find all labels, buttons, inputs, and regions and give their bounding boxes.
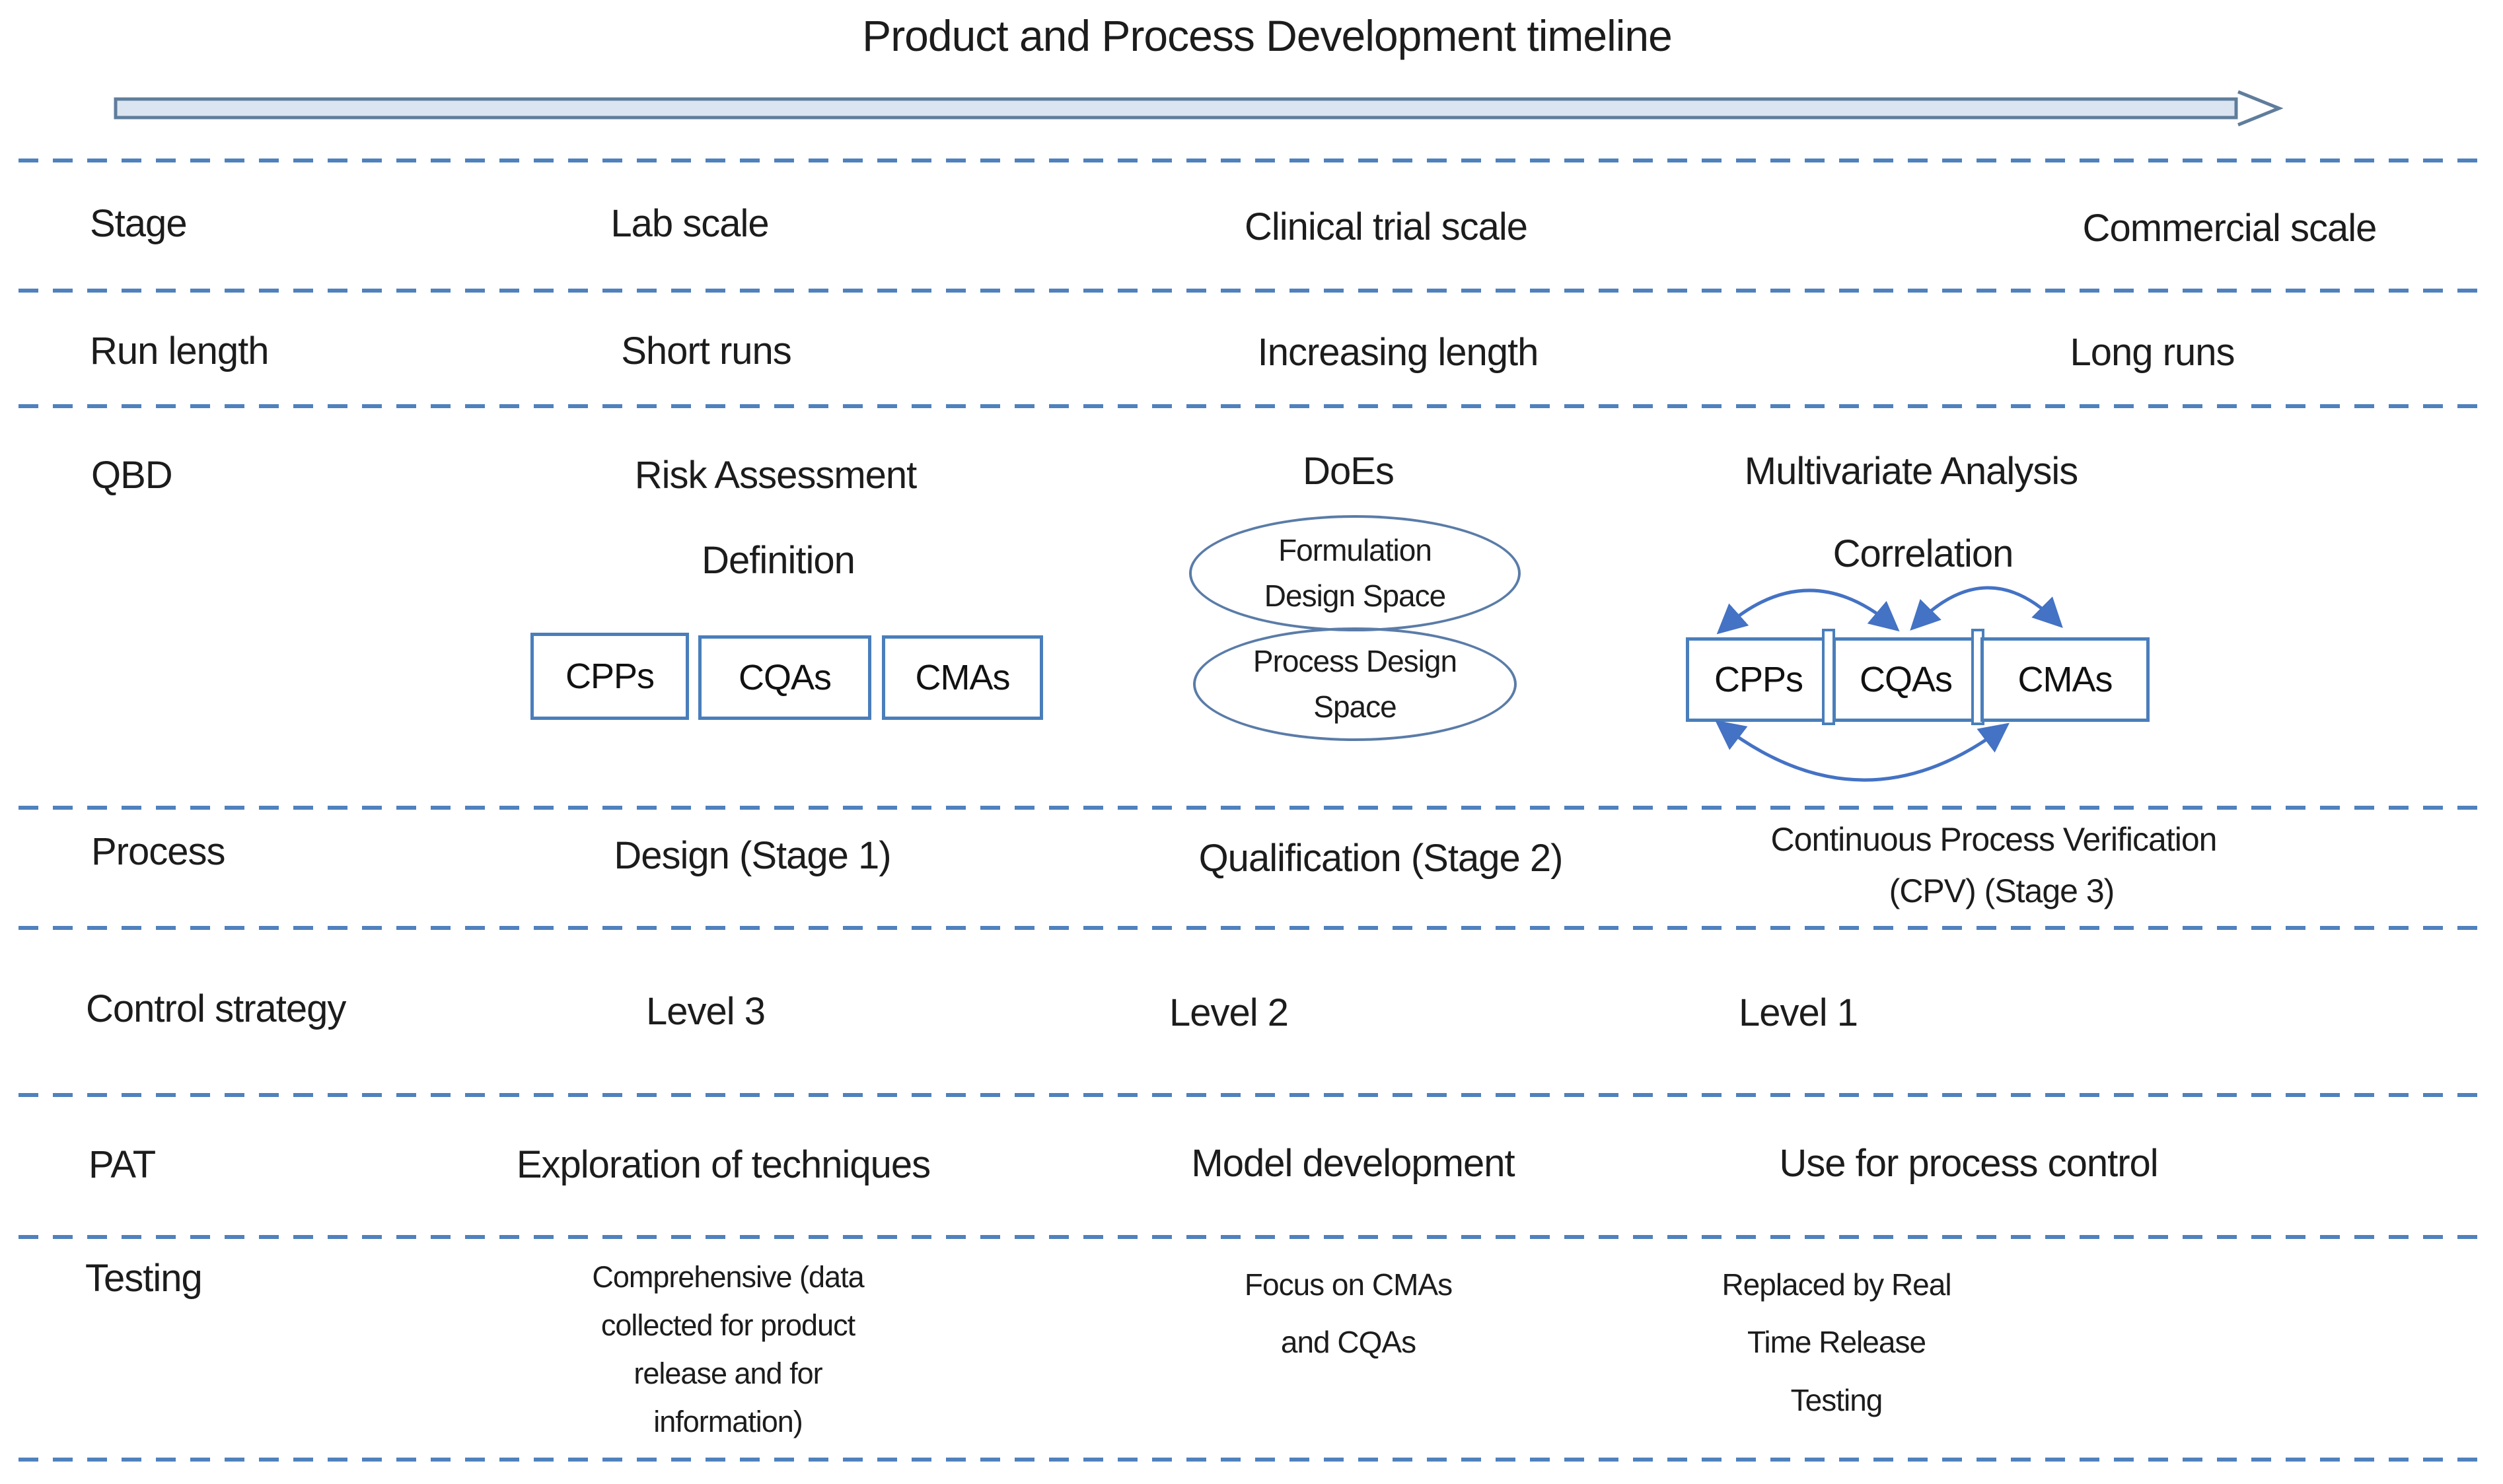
dashed-divider: [18, 1235, 2481, 1239]
testing-line: Focus on CMAs: [1244, 1267, 1453, 1302]
testing-line: release and for: [634, 1356, 822, 1390]
cmas-box: CMAs: [882, 635, 1043, 720]
cqas-correlation-box: CQAs: [1832, 637, 1979, 722]
qbd-risk-assessment: Risk Assessment: [634, 454, 918, 497]
dashed-divider: [18, 1093, 2481, 1097]
process-qualification-stage2: Qualification (Stage 2): [1198, 837, 1564, 880]
cpps-box: CPPs: [530, 633, 689, 720]
testing-line: Comprehensive (data: [592, 1260, 864, 1294]
arc-cqas-cmas: [1910, 586, 2063, 631]
formulation-design-space-ellipse: Formulation Design Space: [1189, 515, 1521, 631]
dashed-divider: [18, 1458, 2481, 1462]
cpps-box-label: CPPs: [1714, 660, 1803, 699]
cpps-box-label: CPPs: [565, 656, 655, 696]
dashed-divider: [18, 404, 2481, 408]
ellipse-line: Process Design: [1252, 644, 1457, 678]
cmas-box-label: CMAs: [2017, 660, 2113, 699]
testing-line: information): [653, 1404, 803, 1438]
run-length-short-runs: Short runs: [621, 330, 792, 372]
row-label-qbd: QBD: [91, 454, 173, 497]
dashed-divider: [18, 926, 2481, 930]
run-length-increasing: Increasing length: [1257, 331, 1539, 374]
cqas-box: CQAs: [698, 635, 871, 720]
testing-line: Testing: [1790, 1382, 1883, 1417]
testing-focus-block: Focus on CMAs and CQAs: [1244, 1256, 1453, 1372]
row-label-run-length: Run length: [90, 330, 270, 372]
control-level-1: Level 1: [1738, 991, 1858, 1034]
testing-line: Replaced by Real: [1722, 1267, 1951, 1302]
ellipse-line: Formulation: [1278, 533, 1432, 567]
qbd-correlation: Correlation: [1832, 532, 2014, 575]
stage-lab-scale: Lab scale: [610, 202, 769, 245]
qbd-does: DoEs: [1303, 450, 1395, 493]
process-cpv-line2: (CPV) (Stage 3): [1889, 872, 2115, 909]
arc-cpps-cmas-bottom: [1715, 720, 2010, 782]
cpps-correlation-box: CPPs: [1686, 637, 1831, 722]
qbd-multivariate-analysis: Multivariate Analysis: [1744, 450, 2078, 493]
row-label-testing: Testing: [85, 1257, 203, 1300]
testing-line: collected for product: [600, 1308, 855, 1342]
dashed-divider: [18, 159, 2481, 162]
ellipse-line: Space: [1313, 689, 1397, 724]
dashed-divider: [18, 806, 2481, 810]
stage-clinical-trial-scale: Clinical trial scale: [1244, 205, 1528, 248]
ellipse-line: Design Space: [1264, 579, 1446, 613]
pat-use-for-process-control: Use for process control: [1779, 1142, 2158, 1185]
process-design-stage1: Design (Stage 1): [614, 834, 891, 877]
row-label-control-strategy: Control strategy: [86, 987, 346, 1030]
process-design-space-ellipse: Process Design Space: [1193, 627, 1517, 741]
row-label-pat: PAT: [89, 1143, 156, 1186]
cmas-box-label: CMAs: [915, 658, 1011, 697]
cqas-box-label: CQAs: [738, 658, 832, 697]
dashed-divider: [18, 289, 2481, 293]
timeline-arrow-icon: [114, 90, 2284, 127]
page-title: Product and Process Development timeline: [862, 11, 1673, 60]
pat-exploration: Exploration of techniques: [516, 1143, 931, 1186]
testing-rtrt-block: Replaced by Real Time Release Testing: [1722, 1256, 1951, 1429]
testing-line: and CQAs: [1280, 1325, 1416, 1360]
testing-line: Time Release: [1747, 1325, 1926, 1360]
row-label-stage: Stage: [90, 202, 188, 245]
cmas-correlation-box: CMAs: [1980, 637, 2150, 722]
control-level-2: Level 2: [1169, 991, 1289, 1034]
process-cpv-line1: Continuous Process Verification: [1770, 821, 2218, 858]
pat-model-development: Model development: [1191, 1142, 1515, 1185]
qbd-definition: Definition: [702, 539, 855, 582]
run-length-long-runs: Long runs: [2070, 331, 2235, 374]
stage-commercial-scale: Commercial scale: [2082, 207, 2377, 250]
testing-comprehensive-block: Comprehensive (data collected for produc…: [592, 1254, 864, 1446]
control-level-3: Level 3: [645, 990, 766, 1033]
cqas-box-label: CQAs: [1859, 660, 1953, 699]
arc-cpps-cqas: [1716, 588, 1900, 635]
row-label-process: Process: [91, 830, 226, 873]
